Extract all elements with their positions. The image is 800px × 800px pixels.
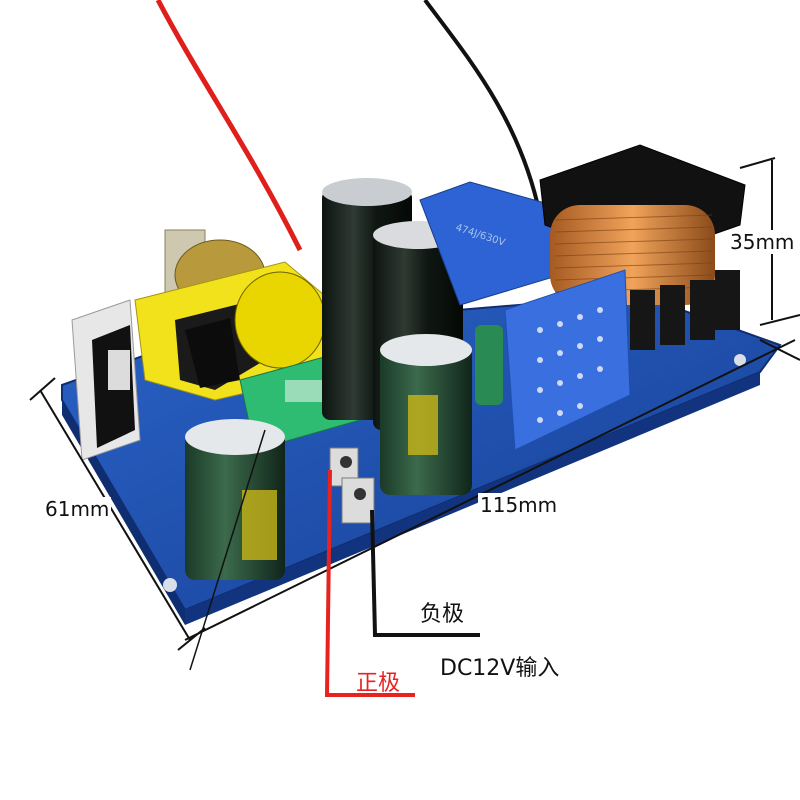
height-label: 35mm <box>728 230 797 254</box>
negative-label: 负极 <box>420 602 465 627</box>
input-label: DC12V输入 <box>440 656 560 681</box>
copper-coil <box>550 205 715 305</box>
width-label: 115mm <box>478 493 560 517</box>
positive-label: 正极 <box>356 671 401 696</box>
black-wire <box>423 0 542 216</box>
control-board <box>504 269 631 451</box>
depth-label: 61mm <box>43 497 112 521</box>
dim-width-line <box>184 339 796 641</box>
positive-callout <box>324 469 415 697</box>
mosfet-row <box>630 270 740 350</box>
negative-callout <box>370 509 480 637</box>
dim-depth-line <box>39 389 191 641</box>
terminal-negative <box>341 477 375 524</box>
red-wire <box>155 0 303 252</box>
small-capacitor <box>475 325 503 405</box>
